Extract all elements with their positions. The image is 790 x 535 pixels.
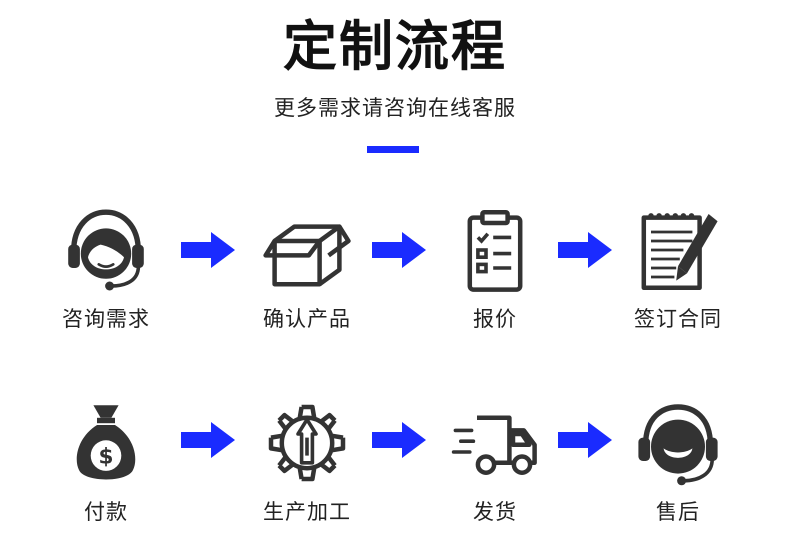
- step-sign-contract: 签订合同: [598, 205, 758, 333]
- step-confirm-product: 确认产品: [227, 205, 387, 333]
- notepad-pen-icon: [641, 213, 718, 291]
- step-label: 发货: [473, 500, 517, 524]
- arrow-right-icon: [181, 422, 235, 458]
- arrow-right-icon: [372, 422, 426, 458]
- step-consult: 咨询需求: [26, 205, 186, 333]
- step-shipping: 发货: [415, 398, 575, 526]
- arrow-right-icon: [558, 422, 612, 458]
- arrow-right-icon: [181, 232, 235, 268]
- svg-text:$: $: [98, 445, 113, 470]
- step-production: 生产加工: [227, 398, 387, 526]
- arrow-right-icon: [372, 232, 426, 268]
- step-label: 售后: [656, 500, 700, 524]
- title-divider: [367, 146, 419, 153]
- money-bag-icon: $: [76, 405, 136, 480]
- gear-tool-icon: [268, 404, 346, 482]
- step-label: 生产加工: [263, 500, 351, 524]
- step-label: 付款: [84, 500, 128, 524]
- step-after-sales: 售后: [598, 398, 758, 526]
- open-box-icon: [263, 224, 351, 287]
- arrow-right-icon: [558, 232, 612, 268]
- delivery-truck-icon: [451, 415, 537, 475]
- page-subtitle: 更多需求请咨询在线客服: [274, 96, 516, 120]
- step-label: 报价: [473, 307, 517, 331]
- page-title: 定制流程: [283, 15, 507, 78]
- step-label: 咨询需求: [62, 307, 150, 331]
- step-payment: $ 付款: [26, 398, 186, 526]
- clipboard-checklist-icon: [467, 209, 523, 292]
- step-quote: 报价: [415, 205, 575, 333]
- step-label: 签订合同: [634, 307, 722, 331]
- step-label: 确认产品: [263, 307, 351, 331]
- customer-service-headset-icon: [68, 209, 144, 291]
- after-sales-headset-icon: [638, 404, 718, 486]
